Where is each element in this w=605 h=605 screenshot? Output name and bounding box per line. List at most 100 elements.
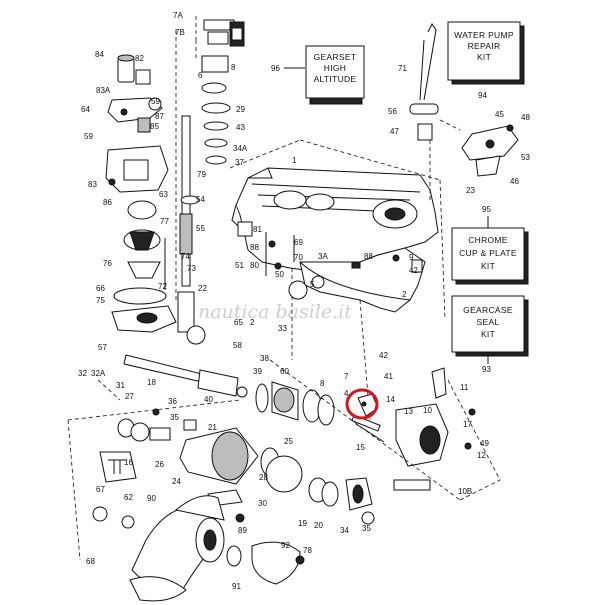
label-77: 77 bbox=[160, 217, 169, 226]
label-17: 17 bbox=[463, 420, 472, 429]
label-7: 7 bbox=[344, 372, 349, 381]
label-27: 27 bbox=[125, 392, 134, 401]
label-71: 71 bbox=[398, 64, 407, 73]
water-pump-parts bbox=[105, 54, 177, 333]
label-54: 54 bbox=[196, 195, 205, 204]
label-65: 65 bbox=[234, 318, 243, 327]
label-83A: 83A bbox=[96, 86, 111, 95]
label-31: 31 bbox=[116, 381, 125, 390]
label-86: 86 bbox=[103, 198, 112, 207]
label-63: 63 bbox=[159, 190, 168, 199]
label-32: 32 bbox=[78, 369, 87, 378]
kit-number-water-pump: 94 bbox=[478, 91, 487, 100]
drive-shaft bbox=[177, 19, 245, 345]
label-88: 88 bbox=[250, 243, 259, 252]
label-21: 21 bbox=[208, 423, 217, 432]
kit-gearset-line1: GEARSET bbox=[314, 52, 357, 62]
label-8b: 8 bbox=[320, 379, 325, 388]
kit-number-gearcase-seal: 93 bbox=[482, 365, 491, 374]
label-16: 16 bbox=[124, 458, 133, 467]
label-60: 60 bbox=[280, 367, 289, 376]
label-62: 62 bbox=[124, 493, 133, 502]
shift-rod-parts bbox=[237, 221, 423, 300]
label-24: 24 bbox=[172, 477, 181, 486]
kit-chrome-cup-line1: CHROME bbox=[468, 235, 508, 245]
label-51: 51 bbox=[235, 261, 244, 270]
label-72: 72 bbox=[158, 282, 167, 291]
label-42: 42 bbox=[409, 266, 418, 275]
lower-seals bbox=[92, 408, 303, 529]
kit-gearset-line2: HIGH bbox=[324, 63, 346, 73]
label-4: 4 bbox=[344, 389, 349, 398]
label-23: 23 bbox=[466, 186, 475, 195]
label-78: 78 bbox=[303, 546, 312, 555]
kit-number-gearset: 96 bbox=[271, 64, 280, 73]
gearcase-housing bbox=[231, 167, 439, 313]
label-11: 11 bbox=[460, 383, 469, 392]
label-67: 67 bbox=[96, 485, 105, 494]
label-18: 18 bbox=[147, 378, 156, 387]
label-41: 41 bbox=[384, 372, 393, 381]
label-73: 73 bbox=[187, 264, 196, 273]
label-46: 46 bbox=[510, 177, 519, 186]
kit-number-chrome-cup: 95 bbox=[482, 205, 491, 214]
label-85: 85 bbox=[150, 122, 159, 131]
label-33: 33 bbox=[278, 324, 287, 333]
label-25: 25 bbox=[284, 437, 293, 446]
label-58: 58 bbox=[233, 341, 242, 350]
watermark: nautica basile.it bbox=[198, 301, 352, 323]
label-49: 49 bbox=[480, 439, 489, 448]
label-82: 82 bbox=[135, 54, 144, 63]
label-90: 90 bbox=[147, 494, 156, 503]
propeller bbox=[129, 495, 225, 602]
label-7A: 7A bbox=[173, 11, 183, 20]
label-13: 13 bbox=[404, 407, 413, 416]
label-42b: 42 bbox=[379, 351, 388, 360]
label-7B: 7B bbox=[175, 28, 185, 37]
label-5: 5 bbox=[310, 280, 315, 289]
kit-gearcase-seal-line1: GEARCASE bbox=[463, 305, 513, 315]
label-59: 59 bbox=[151, 97, 160, 106]
lower-right-parts bbox=[226, 477, 431, 585]
label-79: 79 bbox=[197, 170, 206, 179]
label-89: 89 bbox=[238, 526, 247, 535]
label-55: 55 bbox=[196, 224, 205, 233]
kit-water-pump-line1: WATER PUMP bbox=[454, 30, 514, 40]
kit-gearset-line3: ALTITUDE bbox=[314, 74, 357, 84]
label-12: 12 bbox=[477, 451, 486, 460]
label-53: 53 bbox=[521, 153, 530, 162]
kit-chrome-cup-line3: KIT bbox=[481, 261, 495, 271]
callout-labels: 7A 7B 84 82 83A 64 59 87 85 59 6 8 29 43… bbox=[78, 11, 530, 591]
label-14: 14 bbox=[386, 395, 395, 404]
label-30: 30 bbox=[258, 499, 267, 508]
label-10B: 10B bbox=[458, 487, 472, 496]
label-2: 2 bbox=[250, 318, 255, 327]
label-2b: 2 bbox=[402, 290, 407, 299]
label-76: 76 bbox=[103, 259, 112, 268]
label-34: 34 bbox=[340, 526, 349, 535]
label-84: 84 bbox=[95, 50, 104, 59]
label-29: 29 bbox=[236, 105, 245, 114]
label-91: 91 bbox=[232, 582, 241, 591]
label-47: 47 bbox=[390, 127, 399, 136]
label-19: 19 bbox=[298, 519, 307, 528]
label-9: 9 bbox=[409, 253, 414, 262]
label-66: 66 bbox=[96, 284, 105, 293]
label-1: 1 bbox=[292, 156, 297, 165]
kit-gearcase-seal-line3: KIT bbox=[481, 329, 495, 339]
label-45: 45 bbox=[495, 110, 504, 119]
label-22: 22 bbox=[198, 284, 207, 293]
label-87: 87 bbox=[155, 112, 164, 121]
kit-box-gearcase-seal: GEARCASE SEAL KIT bbox=[451, 295, 529, 357]
label-32A: 32A bbox=[91, 369, 106, 378]
label-80: 80 bbox=[250, 261, 259, 270]
highlighted-part-4 bbox=[345, 388, 379, 420]
kit-box-gearset: GEARSET HIGH ALTITUDE bbox=[305, 45, 365, 105]
label-39: 39 bbox=[253, 367, 262, 376]
label-50: 50 bbox=[275, 270, 284, 279]
label-69: 69 bbox=[294, 238, 303, 247]
label-15: 15 bbox=[356, 443, 365, 452]
label-3A: 3A bbox=[318, 252, 328, 261]
label-35b: 35 bbox=[362, 524, 371, 533]
